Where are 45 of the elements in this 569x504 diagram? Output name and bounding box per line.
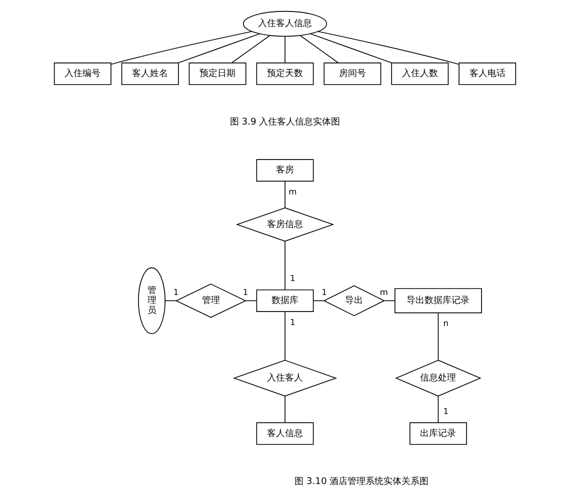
node-diamond: 信息处理 [394,360,481,397]
edge-label: 1 [289,316,295,327]
node-diamond: 入住客人 [232,360,337,396]
node-box: 出库记录 [409,422,466,445]
edge-label: m [288,186,296,196]
connector [309,33,392,64]
connector [437,396,438,424]
edge-label: m [379,287,388,298]
node-ellipse: 管理员 [138,267,165,334]
connector [437,312,438,360]
connector [317,31,459,65]
node-box: 预定日期 [188,62,246,86]
connector [284,311,285,360]
edge-label: 1 [321,287,326,298]
node-box: 入住人数 [390,62,448,86]
connector [164,300,176,302]
edge-label: 1 [172,287,178,298]
node-box: 入住编号 [53,62,111,86]
node-ellipse: 入住客人信息 [242,10,327,37]
connector [284,180,285,208]
connector [230,35,270,64]
connector [312,300,324,302]
label: 图 3.10 酒店管理系统实体关系图 [294,476,428,488]
node-box: 客房 [256,159,314,182]
connector [284,241,285,290]
node-box: 客人姓名 [120,62,178,86]
node-box: 房间号 [323,62,381,86]
node-box: 预定天数 [256,62,314,86]
connector [284,36,285,64]
node-box: 客人电话 [458,62,516,86]
connector [284,396,285,424]
connector [177,33,260,64]
edge-label: 1 [289,272,295,283]
edge-label: 1 [242,287,248,298]
node-box: 导出数据库记录 [394,288,482,314]
node-box: 数据库 [256,289,314,312]
node-box: 客人信息 [256,422,314,445]
edge-label: n [442,318,448,328]
edge-label: 1 [442,406,448,416]
connector [110,31,252,65]
connector [383,300,395,302]
connector [299,35,338,64]
label: 图 3.9 入住客人信息实体图 [229,116,340,128]
connector [244,300,256,302]
node-diamond: 客房信息 [235,207,334,242]
